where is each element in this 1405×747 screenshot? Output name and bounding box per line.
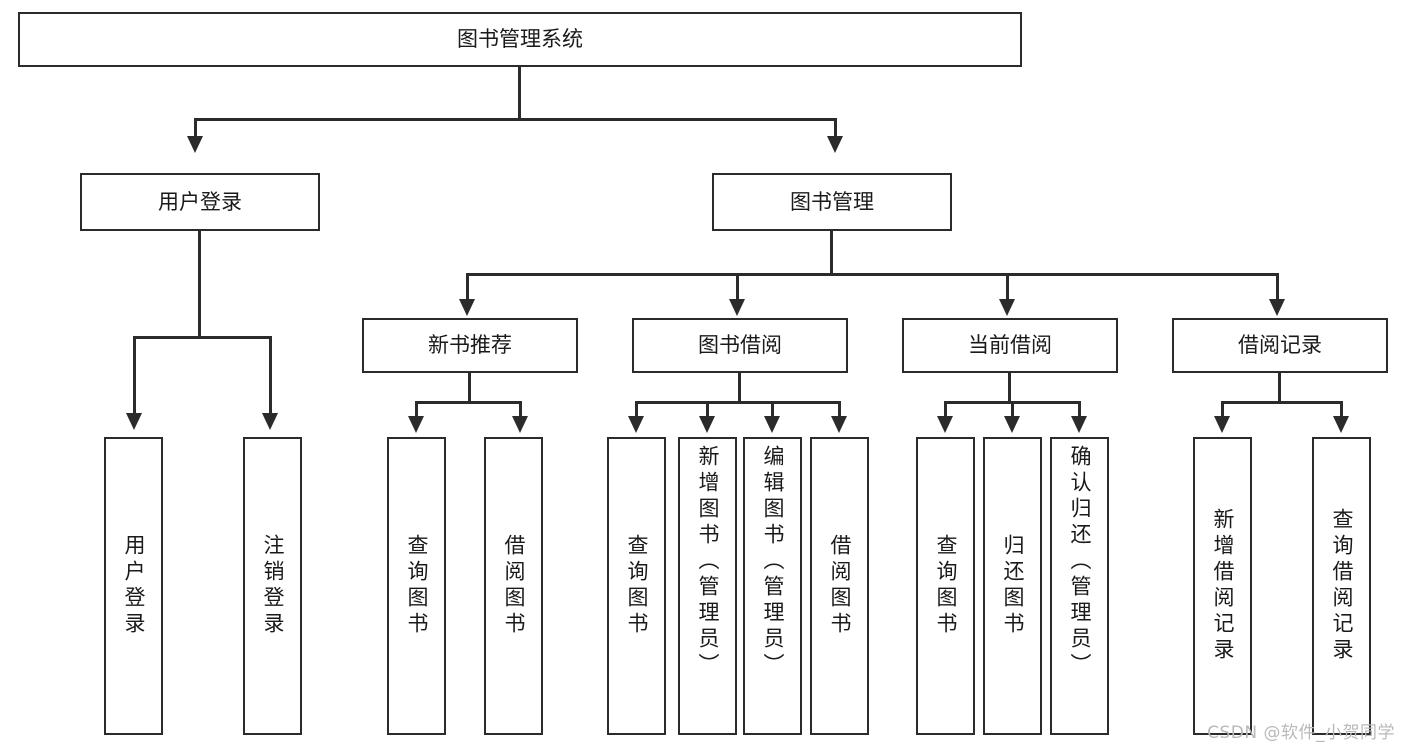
arrowhead-to-leaf-borrow-books-2 xyxy=(831,416,847,433)
connector-bb-drop-2 xyxy=(706,401,709,418)
node-label: 查询图书 xyxy=(934,534,958,638)
arrowhead-to-new-book-recommend xyxy=(459,299,475,316)
arrowhead-to-leaf-user-login xyxy=(126,413,142,430)
leaf-borrow-books-bb[interactable]: 借阅图书 xyxy=(810,437,869,735)
leaf-query-books-cb[interactable]: 查询图书 xyxy=(916,437,975,735)
leaf-confirm-return-admin[interactable]: 确认归还（管理员） xyxy=(1050,437,1109,735)
connector-nbr-drop-1 xyxy=(415,401,418,418)
connector-nbr-bus xyxy=(415,401,522,404)
leaf-add-book-admin[interactable]: 新增图书（管理员） xyxy=(678,437,737,735)
node-label: 归还图书 xyxy=(1001,534,1025,638)
leaf-return-book[interactable]: 归还图书 xyxy=(983,437,1042,735)
arrowhead-to-book-borrow xyxy=(729,299,745,316)
node-label: 当前借阅 xyxy=(968,333,1052,358)
arrowhead-to-leaf-query-books-2 xyxy=(628,416,644,433)
connector-user-login-bus xyxy=(133,336,272,339)
node-new-book-recommend[interactable]: 新书推荐 xyxy=(362,318,578,373)
leaf-query-books-nbr[interactable]: 查询图书 xyxy=(387,437,446,735)
arrowhead-to-leaf-add-book xyxy=(699,416,715,433)
node-label: 借阅图书 xyxy=(502,534,526,638)
connector-nbr-stem xyxy=(468,373,471,401)
node-label: 查询借阅记录 xyxy=(1330,508,1354,664)
arrowhead-to-user-login xyxy=(187,136,203,153)
connector-cb-drop-2 xyxy=(1011,401,1014,418)
connector-bm-drop-1 xyxy=(466,273,469,301)
node-label: 图书管理 xyxy=(790,189,874,214)
connector-bb-drop-4 xyxy=(838,401,841,418)
node-label: 查询图书 xyxy=(405,534,429,638)
leaf-user-login[interactable]: 用户登录 xyxy=(104,437,163,735)
connector-cb-drop-1 xyxy=(944,401,947,418)
leaf-add-borrow-record[interactable]: 新增借阅记录 xyxy=(1193,437,1252,735)
connector-book-management-stem xyxy=(830,231,833,273)
connector-br-drop-1 xyxy=(1221,401,1224,418)
arrowhead-to-leaf-query-record xyxy=(1333,416,1349,433)
connector-br-stem xyxy=(1278,373,1281,401)
connector-br-bus xyxy=(1221,401,1343,404)
arrowhead-to-leaf-confirm-return xyxy=(1071,416,1087,433)
arrowhead-to-book-management xyxy=(827,136,843,153)
watermark: CSDN @软件_小贺同学 xyxy=(1207,723,1395,743)
arrowhead-to-leaf-query-books-1 xyxy=(408,416,424,433)
node-current-borrow[interactable]: 当前借阅 xyxy=(902,318,1118,373)
connector-user-login-drop-1 xyxy=(133,336,136,415)
leaf-query-books-bb[interactable]: 查询图书 xyxy=(607,437,666,735)
connector-book-management-bus xyxy=(466,273,1278,276)
connector-user-login-stem xyxy=(198,231,201,336)
arrowhead-to-leaf-logout xyxy=(262,413,278,430)
connector-root-stem xyxy=(518,67,521,118)
arrowhead-to-leaf-return-book xyxy=(1004,416,1020,433)
node-label: 图书借阅 xyxy=(698,333,782,358)
connector-root-bus xyxy=(194,118,837,121)
connector-bb-drop-3 xyxy=(771,401,774,418)
node-book-borrow[interactable]: 图书借阅 xyxy=(632,318,848,373)
connector-user-login-drop-2 xyxy=(269,336,272,415)
leaf-logout[interactable]: 注销登录 xyxy=(243,437,302,735)
node-label: 图书管理系统 xyxy=(457,27,583,52)
connector-bb-drop-1 xyxy=(635,401,638,418)
connector-cb-stem xyxy=(1008,373,1011,401)
node-label: 借阅图书 xyxy=(828,534,852,638)
connector-cb-drop-3 xyxy=(1078,401,1081,418)
node-book-management[interactable]: 图书管理 xyxy=(712,173,952,231)
arrowhead-to-leaf-edit-book xyxy=(764,416,780,433)
node-label: 用户登录 xyxy=(158,189,242,214)
arrowhead-to-current-borrow xyxy=(999,299,1015,316)
connector-nbr-drop-2 xyxy=(519,401,522,418)
connector-bm-drop-4 xyxy=(1276,273,1279,301)
connector-root-drop-left xyxy=(194,118,197,138)
node-label: 新增图书（管理员） xyxy=(696,445,720,679)
arrowhead-to-leaf-query-books-3 xyxy=(937,416,953,433)
node-label: 新书推荐 xyxy=(428,333,512,358)
connector-br-drop-2 xyxy=(1340,401,1343,418)
node-user-login[interactable]: 用户登录 xyxy=(80,173,320,231)
node-label: 借阅记录 xyxy=(1238,333,1322,358)
node-label: 注销登录 xyxy=(261,534,285,638)
connector-root-drop-right xyxy=(834,118,837,138)
node-label: 新增借阅记录 xyxy=(1211,508,1235,664)
arrowhead-to-borrow-records xyxy=(1269,299,1285,316)
node-label: 编辑图书（管理员） xyxy=(761,445,785,679)
connector-bb-stem xyxy=(738,373,741,401)
arrowhead-to-leaf-borrow-books-1 xyxy=(512,416,528,433)
connector-bb-bus xyxy=(635,401,841,404)
node-root-library-system[interactable]: 图书管理系统 xyxy=(18,12,1022,67)
arrowhead-to-leaf-add-record xyxy=(1214,416,1230,433)
node-label: 确认归还（管理员） xyxy=(1068,445,1092,679)
connector-bm-drop-2 xyxy=(736,273,739,301)
node-label: 用户登录 xyxy=(122,534,146,638)
node-borrow-records[interactable]: 借阅记录 xyxy=(1172,318,1388,373)
leaf-query-borrow-record[interactable]: 查询借阅记录 xyxy=(1312,437,1371,735)
connector-bm-drop-3 xyxy=(1006,273,1009,301)
node-label: 查询图书 xyxy=(625,534,649,638)
leaf-borrow-books-nbr[interactable]: 借阅图书 xyxy=(484,437,543,735)
leaf-edit-book-admin[interactable]: 编辑图书（管理员） xyxy=(743,437,802,735)
